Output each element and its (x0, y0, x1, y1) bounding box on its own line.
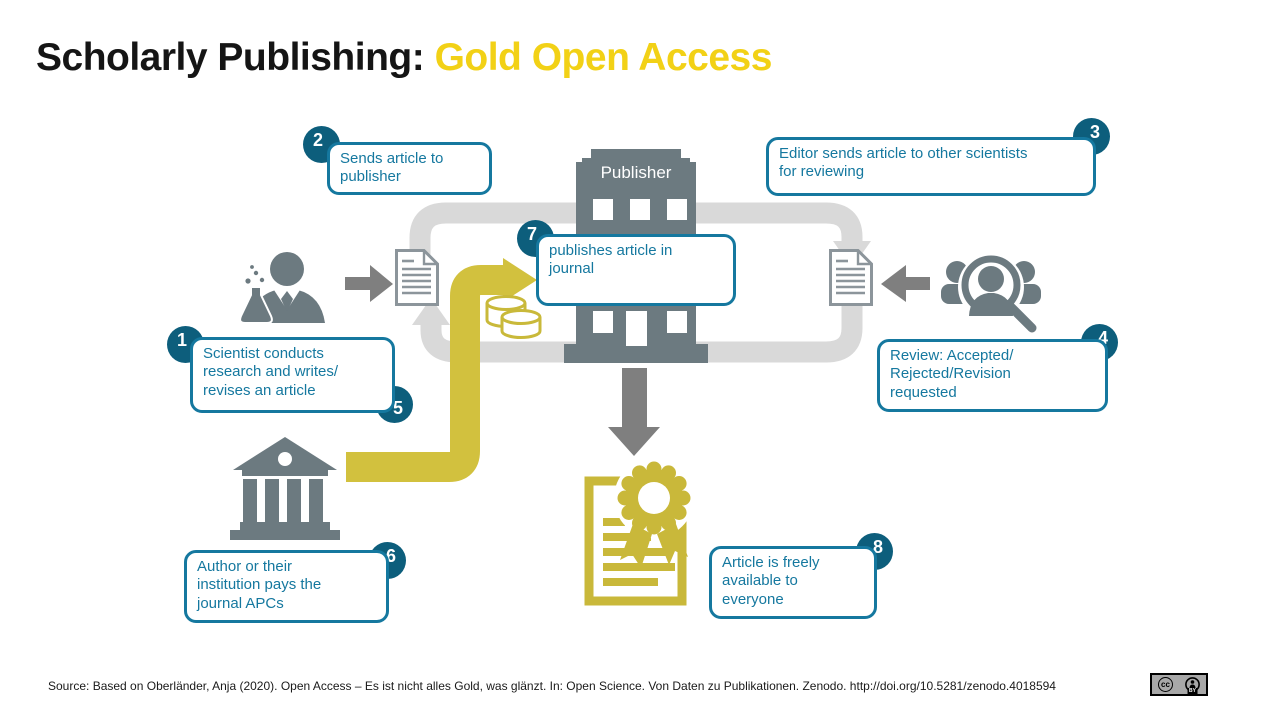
manuscript-document-right-icon (829, 249, 873, 306)
page-title-highlight: Gold Open Access (434, 36, 773, 79)
reviewers-icon (941, 254, 1041, 333)
arrow-left-icon (881, 265, 930, 302)
page-title: Scholarly Publishing: Gold Open Access (36, 36, 772, 80)
institution-bank-icon (230, 437, 340, 540)
arrow-right-icon (345, 265, 393, 302)
publisher-building-label: Publisher (600, 163, 672, 182)
scientist-icon (239, 252, 325, 324)
coins-icon (485, 295, 542, 339)
cycle-up-arrowhead-icon (412, 298, 450, 325)
callout-step-1: Scientist conducts research and writes/ … (190, 337, 395, 413)
payment-path (346, 265, 503, 482)
by-label: BY (1187, 688, 1198, 694)
by-attribution-wrap: BY (1185, 675, 1200, 694)
page-title-prefix: Scholarly Publishing: (36, 36, 435, 79)
payment-flow (346, 258, 537, 482)
cc-icon: cc (1158, 677, 1173, 692)
arrow-down-icon (608, 368, 660, 456)
callout-step-2: Sends article to publisher (327, 142, 492, 195)
publisher-building-icon (564, 149, 708, 363)
payment-arrowhead-icon (503, 258, 537, 302)
step-arrows (345, 265, 930, 456)
callout-step-8: Article is freely available to everyone (709, 546, 877, 619)
callout-step-7: publishes article in journal (536, 234, 736, 306)
callout-step-6: Author or their institution pays the jou… (184, 550, 389, 623)
source-citation: Source: Based on Oberländer, Anja (2020)… (48, 679, 1056, 693)
certificate-icon (584, 458, 694, 606)
callout-step-4: Review: Accepted/ Rejected/Revision requ… (877, 339, 1108, 412)
cc-by-license-badge: cc BY (1150, 673, 1208, 696)
callout-step-3: Editor sends article to other scientists… (766, 137, 1096, 196)
manuscript-document-left-icon (395, 249, 439, 306)
